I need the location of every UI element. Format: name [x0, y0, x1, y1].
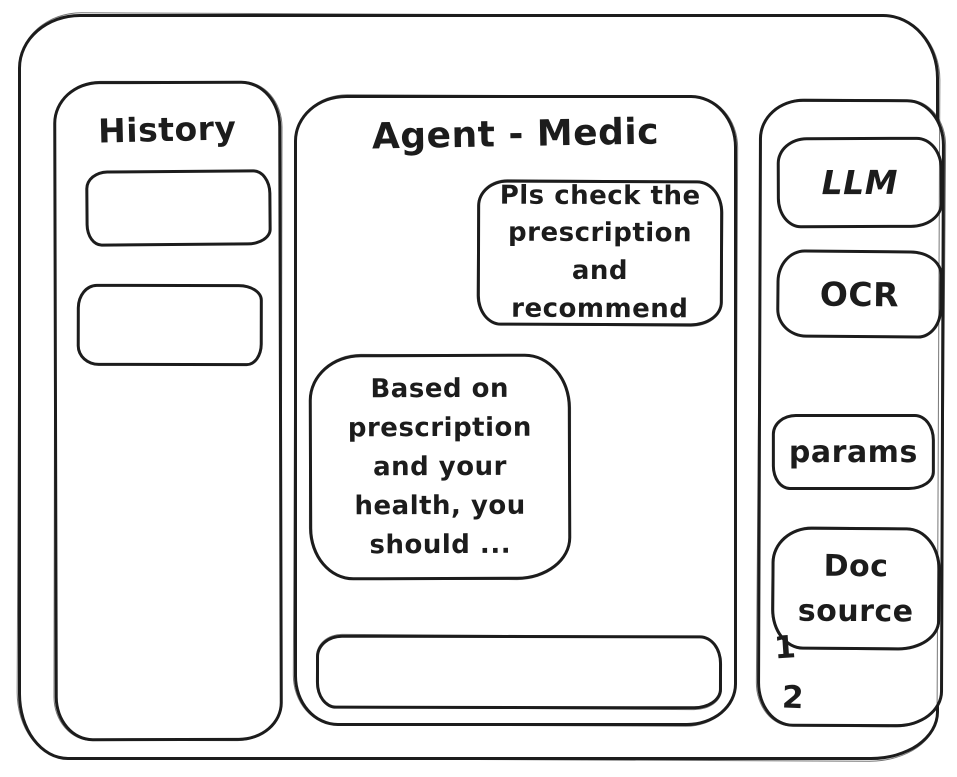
tools-panel: LLM OCR params Doc source 1 2 [756, 98, 946, 728]
chat-title: Agent - Medic [371, 111, 660, 158]
message-input[interactable] [315, 634, 723, 710]
ocr-button[interactable]: OCR [776, 249, 943, 339]
app-window-frame: History Agent - Medic Pls check the pres… [18, 14, 946, 760]
history-title: History [97, 108, 237, 151]
doc-source-item-1[interactable]: 1 [773, 629, 797, 667]
history-item[interactable] [76, 283, 263, 367]
user-message-bubble: Pls check the prescription and recommend [476, 179, 724, 327]
history-panel: History [53, 80, 283, 742]
chat-panel: Agent - Medic Pls check the prescription… [294, 95, 737, 726]
params-button[interactable]: params [771, 414, 935, 491]
assistant-message-bubble: Based on prescription and your health, y… [308, 353, 572, 581]
doc-source-button[interactable]: Doc source [770, 526, 941, 651]
history-item[interactable] [85, 169, 272, 247]
doc-source-item-2[interactable]: 2 [781, 679, 805, 717]
llm-button[interactable]: LLM [776, 136, 943, 229]
